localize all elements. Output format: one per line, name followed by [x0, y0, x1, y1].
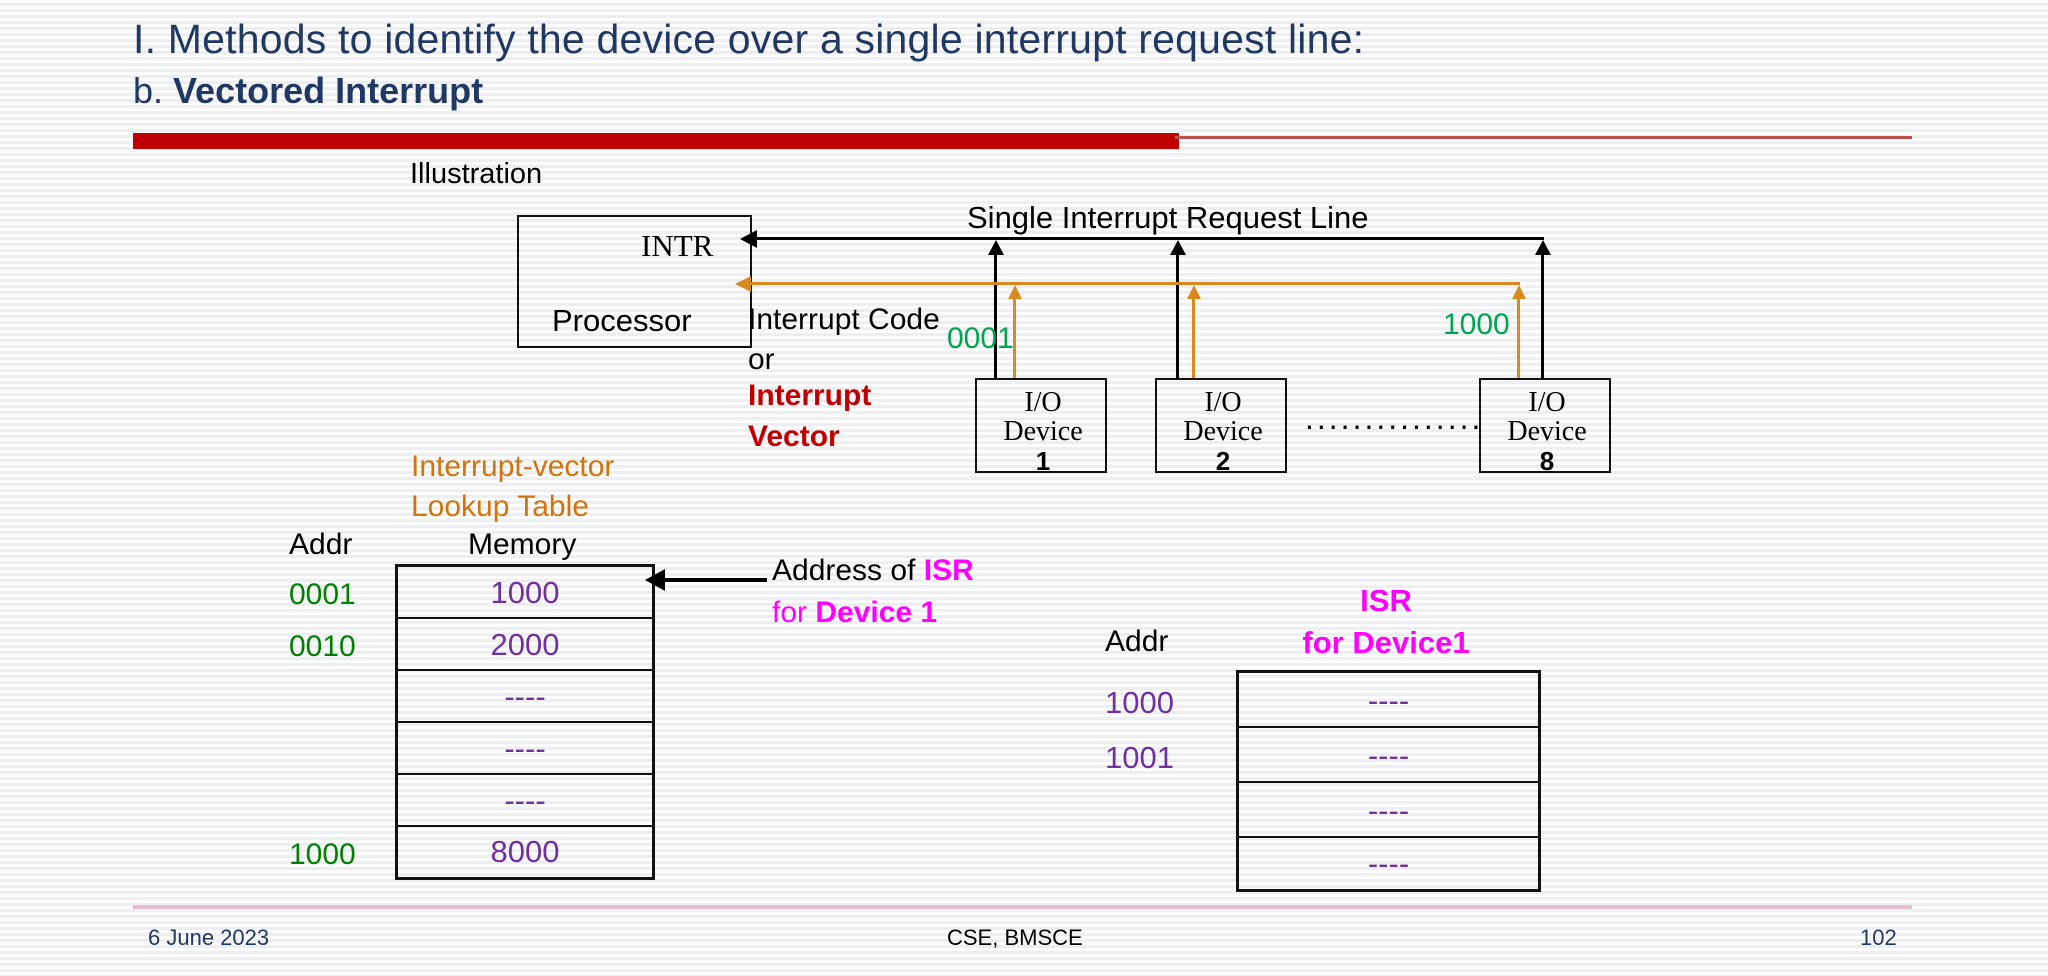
vector-code-device-1: 0001: [947, 322, 1014, 355]
intr-label: INTR: [641, 228, 714, 263]
interrupt-vector-label-line2: Vector: [748, 420, 840, 453]
isr-callout-for: for: [772, 596, 816, 629]
isr-callout-plain: Address of: [772, 554, 924, 587]
lookup-value-1: 2000: [490, 627, 560, 662]
title-divider-thin: [1175, 136, 1912, 139]
interrupt-code-or-label: or: [748, 343, 775, 376]
io-device-1-number: 1: [1035, 445, 1051, 476]
isr-callout-arrow-line: [657, 578, 767, 582]
lookup-addr-1: 0010: [289, 630, 356, 663]
isr-table-title-line2: for Device1: [1302, 625, 1470, 660]
isr-memory-table: ---- ---- ---- ----: [1236, 670, 1541, 892]
processor-box: [517, 215, 752, 348]
interrupt-vector-label-line1: Interrupt: [748, 379, 872, 412]
lookup-addr-0: 0001: [289, 578, 356, 611]
isr-addr-1: 1001: [1105, 740, 1174, 775]
lookup-table-caption-line1: Interrupt-vector: [411, 450, 615, 483]
footer-page-number: 102: [1860, 925, 1897, 950]
table-row: ----: [1239, 673, 1538, 728]
device-2-vector-stem: [1192, 297, 1195, 378]
io-device-2-line2: Device: [1183, 416, 1263, 448]
footer-center-text: CSE, BMSCE: [947, 925, 1083, 950]
isr-value-1: ----: [1367, 738, 1410, 773]
footer-date: 6 June 2023: [148, 925, 270, 950]
interrupt-request-arrowhead-icon: [740, 230, 757, 248]
isr-callout-line1: Address of ISR: [772, 554, 974, 588]
device-2-vector-arrowhead-icon: [1187, 285, 1201, 299]
device-2-irq-stem: [1176, 253, 1179, 378]
io-device-1-line2: Device: [1003, 416, 1083, 448]
lookup-memory-table: 1000 2000 ---- ---- ---- 8000: [395, 564, 655, 880]
interrupt-vector-bus: [745, 282, 1520, 285]
io-device-8-box: I/O Device 8: [1479, 378, 1611, 476]
device-8-irq-stem: [1541, 253, 1544, 378]
lookup-value-2: ----: [504, 679, 546, 714]
isr-callout-accent: ISR: [923, 554, 974, 587]
device-8-irq-arrowhead-icon: [1535, 240, 1551, 255]
device-8-vector-stem: [1517, 297, 1520, 378]
io-device-2-box: I/O Device 2: [1155, 378, 1287, 476]
subtitle-bold: Vectored Interrupt: [173, 70, 484, 111]
lookup-addr-header: Addr: [289, 528, 353, 561]
interrupt-request-bus: [743, 237, 1544, 240]
device-2-irq-arrowhead-icon: [1170, 240, 1186, 255]
io-device-8-line1: I/O: [1528, 387, 1566, 418]
table-row: ----: [398, 723, 652, 775]
lookup-addr-5: 1000: [289, 838, 356, 871]
lookup-table-caption-line2: Lookup Table: [411, 490, 589, 523]
illustration-label: Illustration: [410, 158, 543, 190]
table-row: ----: [1239, 783, 1538, 838]
device-8-vector-arrowhead-icon: [1512, 285, 1526, 299]
io-device-1-box: I/O Device 1: [975, 378, 1107, 476]
device-1-vector-stem: [1013, 297, 1016, 378]
footer-divider: [133, 905, 1912, 909]
isr-value-2: ----: [1367, 793, 1410, 828]
isr-value-0: ----: [1367, 683, 1410, 718]
isr-callout-line2: for Device 1: [772, 596, 937, 630]
interrupt-vector-arrowhead-icon: [735, 276, 751, 292]
processor-label: Processor: [552, 303, 692, 338]
isr-table-title-line1: ISR: [1360, 583, 1412, 618]
table-row: 2000: [398, 619, 652, 671]
isr-callout-device: Device 1: [815, 596, 938, 629]
interrupt-request-line-label: Single Interrupt Request Line: [967, 200, 1369, 235]
device-1-irq-arrowhead-icon: [988, 240, 1004, 255]
table-row: 8000: [398, 827, 652, 877]
interrupt-code-label: Interrupt Code: [748, 303, 940, 336]
page-subtitle: b. Vectored Interrupt: [133, 70, 483, 112]
table-row: ----: [1239, 728, 1538, 783]
lookup-value-5: 8000: [490, 834, 560, 869]
vector-code-device-8: 1000: [1443, 308, 1510, 341]
table-row: ----: [398, 671, 652, 723]
title-divider-thick: [133, 133, 1179, 149]
isr-addr-header: Addr: [1105, 625, 1169, 658]
page-title: I. Methods to identify the device over a…: [133, 16, 1365, 62]
io-device-8-number: 8: [1539, 445, 1555, 476]
io-device-1-line1: I/O: [1024, 387, 1062, 418]
table-row: ----: [1239, 838, 1538, 889]
lookup-value-4: ----: [504, 783, 546, 818]
lookup-value-3: ----: [504, 731, 546, 766]
lookup-memory-header: Memory: [468, 528, 577, 561]
table-row: ----: [398, 775, 652, 827]
device-1-vector-arrowhead-icon: [1008, 285, 1022, 299]
isr-addr-0: 1000: [1105, 685, 1174, 720]
isr-callout-arrowhead-icon: [645, 569, 665, 591]
io-device-2-line1: I/O: [1204, 387, 1242, 418]
device-1-irq-stem: [994, 253, 997, 378]
isr-value-3: ----: [1367, 846, 1410, 881]
lookup-value-0: 1000: [490, 575, 560, 610]
io-device-8-line2: Device: [1507, 416, 1587, 448]
devices-ellipsis: ...............: [1305, 400, 1484, 436]
table-row: 1000: [398, 567, 652, 619]
io-device-2-number: 2: [1215, 445, 1231, 476]
subtitle-prefix: b.: [133, 70, 174, 111]
